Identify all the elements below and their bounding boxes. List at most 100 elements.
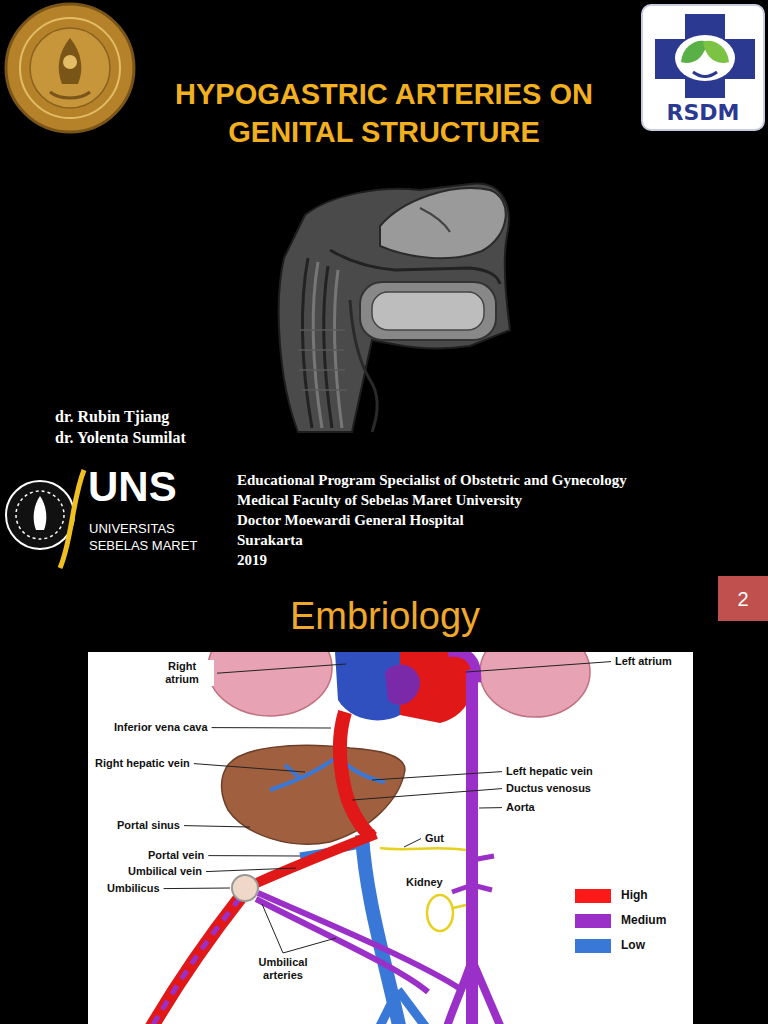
part-label: Left hepatic vein	[505, 765, 594, 778]
slide-number: 2	[737, 587, 748, 611]
emblem-ring	[16, 491, 64, 539]
legend-swatch	[575, 914, 611, 928]
leader-line	[184, 826, 250, 827]
striation	[298, 330, 347, 390]
part-label: Right atrium	[150, 660, 214, 686]
liver	[222, 745, 405, 844]
iliac-vein	[378, 990, 428, 1024]
institution-line: Doctor Moewardi General Hospital	[237, 511, 464, 530]
leader-line	[212, 727, 331, 728]
peritoneum-line	[330, 250, 500, 284]
leaf-shape	[703, 41, 729, 63]
institution-line: Medical Faculty of Sebelas Maret Univers…	[237, 491, 522, 510]
pelvis-illustration	[279, 184, 510, 432]
part-label: Inferior vena cava	[113, 721, 209, 734]
leader-line	[206, 868, 296, 872]
university-name: SEBELAS MARET	[89, 539, 197, 553]
leader-line	[194, 764, 305, 772]
slide-title: HYPOGASTRIC ARTERIES ON GENITAL STRUCTUR…	[140, 76, 628, 151]
leader-line	[164, 888, 230, 890]
tube-line	[420, 208, 450, 232]
leader-line	[208, 855, 300, 856]
part-label: Aorta	[505, 801, 536, 814]
author-name: dr. Rubin Tjiang	[55, 407, 169, 426]
picture-ground	[88, 652, 693, 1024]
inferior-vena-cava-upper	[340, 712, 372, 838]
university-seal	[6, 4, 134, 132]
iliac-artery	[446, 960, 502, 1024]
cross-center	[675, 35, 735, 81]
institution-line: Educational Program Specialist of Obstet…	[237, 471, 627, 490]
aortic-branch	[452, 856, 494, 892]
gut-line	[380, 848, 466, 850]
seal-core	[30, 28, 110, 108]
part-label: Umbilical vein	[127, 865, 203, 878]
seal-disc	[6, 4, 134, 132]
legend-text: Low	[620, 938, 646, 954]
seal-emblem-base	[50, 92, 90, 98]
university-wordmark: UNS	[88, 466, 177, 508]
canal-line	[335, 270, 342, 428]
bowel-loop	[360, 282, 496, 340]
author-name: dr. Yolenta Sumilat	[55, 428, 186, 447]
leader-line	[466, 662, 611, 672]
legend-text: High	[620, 888, 649, 904]
slide-heading: Embriology	[200, 594, 570, 640]
leader-line	[479, 807, 502, 808]
cross-shape	[655, 14, 755, 98]
heart-ventricle	[385, 664, 420, 704]
canal-line	[302, 258, 312, 428]
leader-line	[262, 904, 283, 953]
fetal-circulation	[88, 652, 693, 1024]
part-label: Left atrium	[614, 655, 673, 668]
canal-line	[313, 262, 322, 428]
seal-emblem-dot	[63, 55, 77, 69]
left-lung	[208, 652, 332, 716]
slide-number-box: 2	[718, 576, 768, 621]
smile-line	[693, 72, 717, 77]
part-label: Right hepatic vein	[94, 757, 191, 770]
leader-line	[404, 839, 421, 847]
umbilical-cord	[150, 898, 240, 1024]
hepatic-vein	[270, 756, 385, 790]
part-label: Gut	[424, 832, 445, 845]
uterus-shape	[380, 188, 506, 258]
leaf-shape	[681, 41, 707, 63]
legend-swatch	[575, 889, 611, 903]
emblem-swoosh	[60, 470, 84, 568]
part-label: Portal vein	[147, 849, 205, 862]
umbilical-vein-vessel	[252, 834, 376, 885]
emblem-figure	[34, 496, 47, 530]
hospital-logo: RSDM	[641, 4, 765, 131]
kidney-outline	[427, 895, 453, 931]
institution-line: Surakarta	[237, 531, 303, 550]
part-label: Kidney	[405, 876, 444, 889]
university-name: UNIVERSITAS	[89, 522, 175, 536]
emblem-disc	[6, 481, 74, 549]
bowel-lumen	[372, 292, 484, 330]
legend-swatch	[575, 939, 611, 953]
legend-text: Medium	[620, 913, 667, 929]
leader-line	[372, 772, 502, 780]
leader-line	[283, 938, 336, 953]
part-label: Umbilical arteries	[246, 956, 320, 982]
pelvis-wall	[279, 184, 510, 432]
canal-line	[324, 266, 332, 428]
leader-line	[352, 789, 502, 800]
rectum-line	[350, 300, 377, 432]
part-label: Portal sinus	[116, 819, 181, 832]
right-lung	[480, 652, 590, 717]
leader-line	[217, 664, 346, 673]
part-label: Umbilicus	[106, 882, 161, 895]
renal-line	[453, 905, 466, 908]
seal-emblem	[59, 38, 82, 84]
hospital-cross	[643, 6, 767, 101]
hospital-name: RSDM	[667, 100, 740, 125]
university-emblem	[6, 470, 84, 568]
part-label: Ductus venosus	[505, 782, 592, 795]
seal-ring	[20, 18, 120, 118]
umbilicus-ring	[232, 875, 258, 901]
